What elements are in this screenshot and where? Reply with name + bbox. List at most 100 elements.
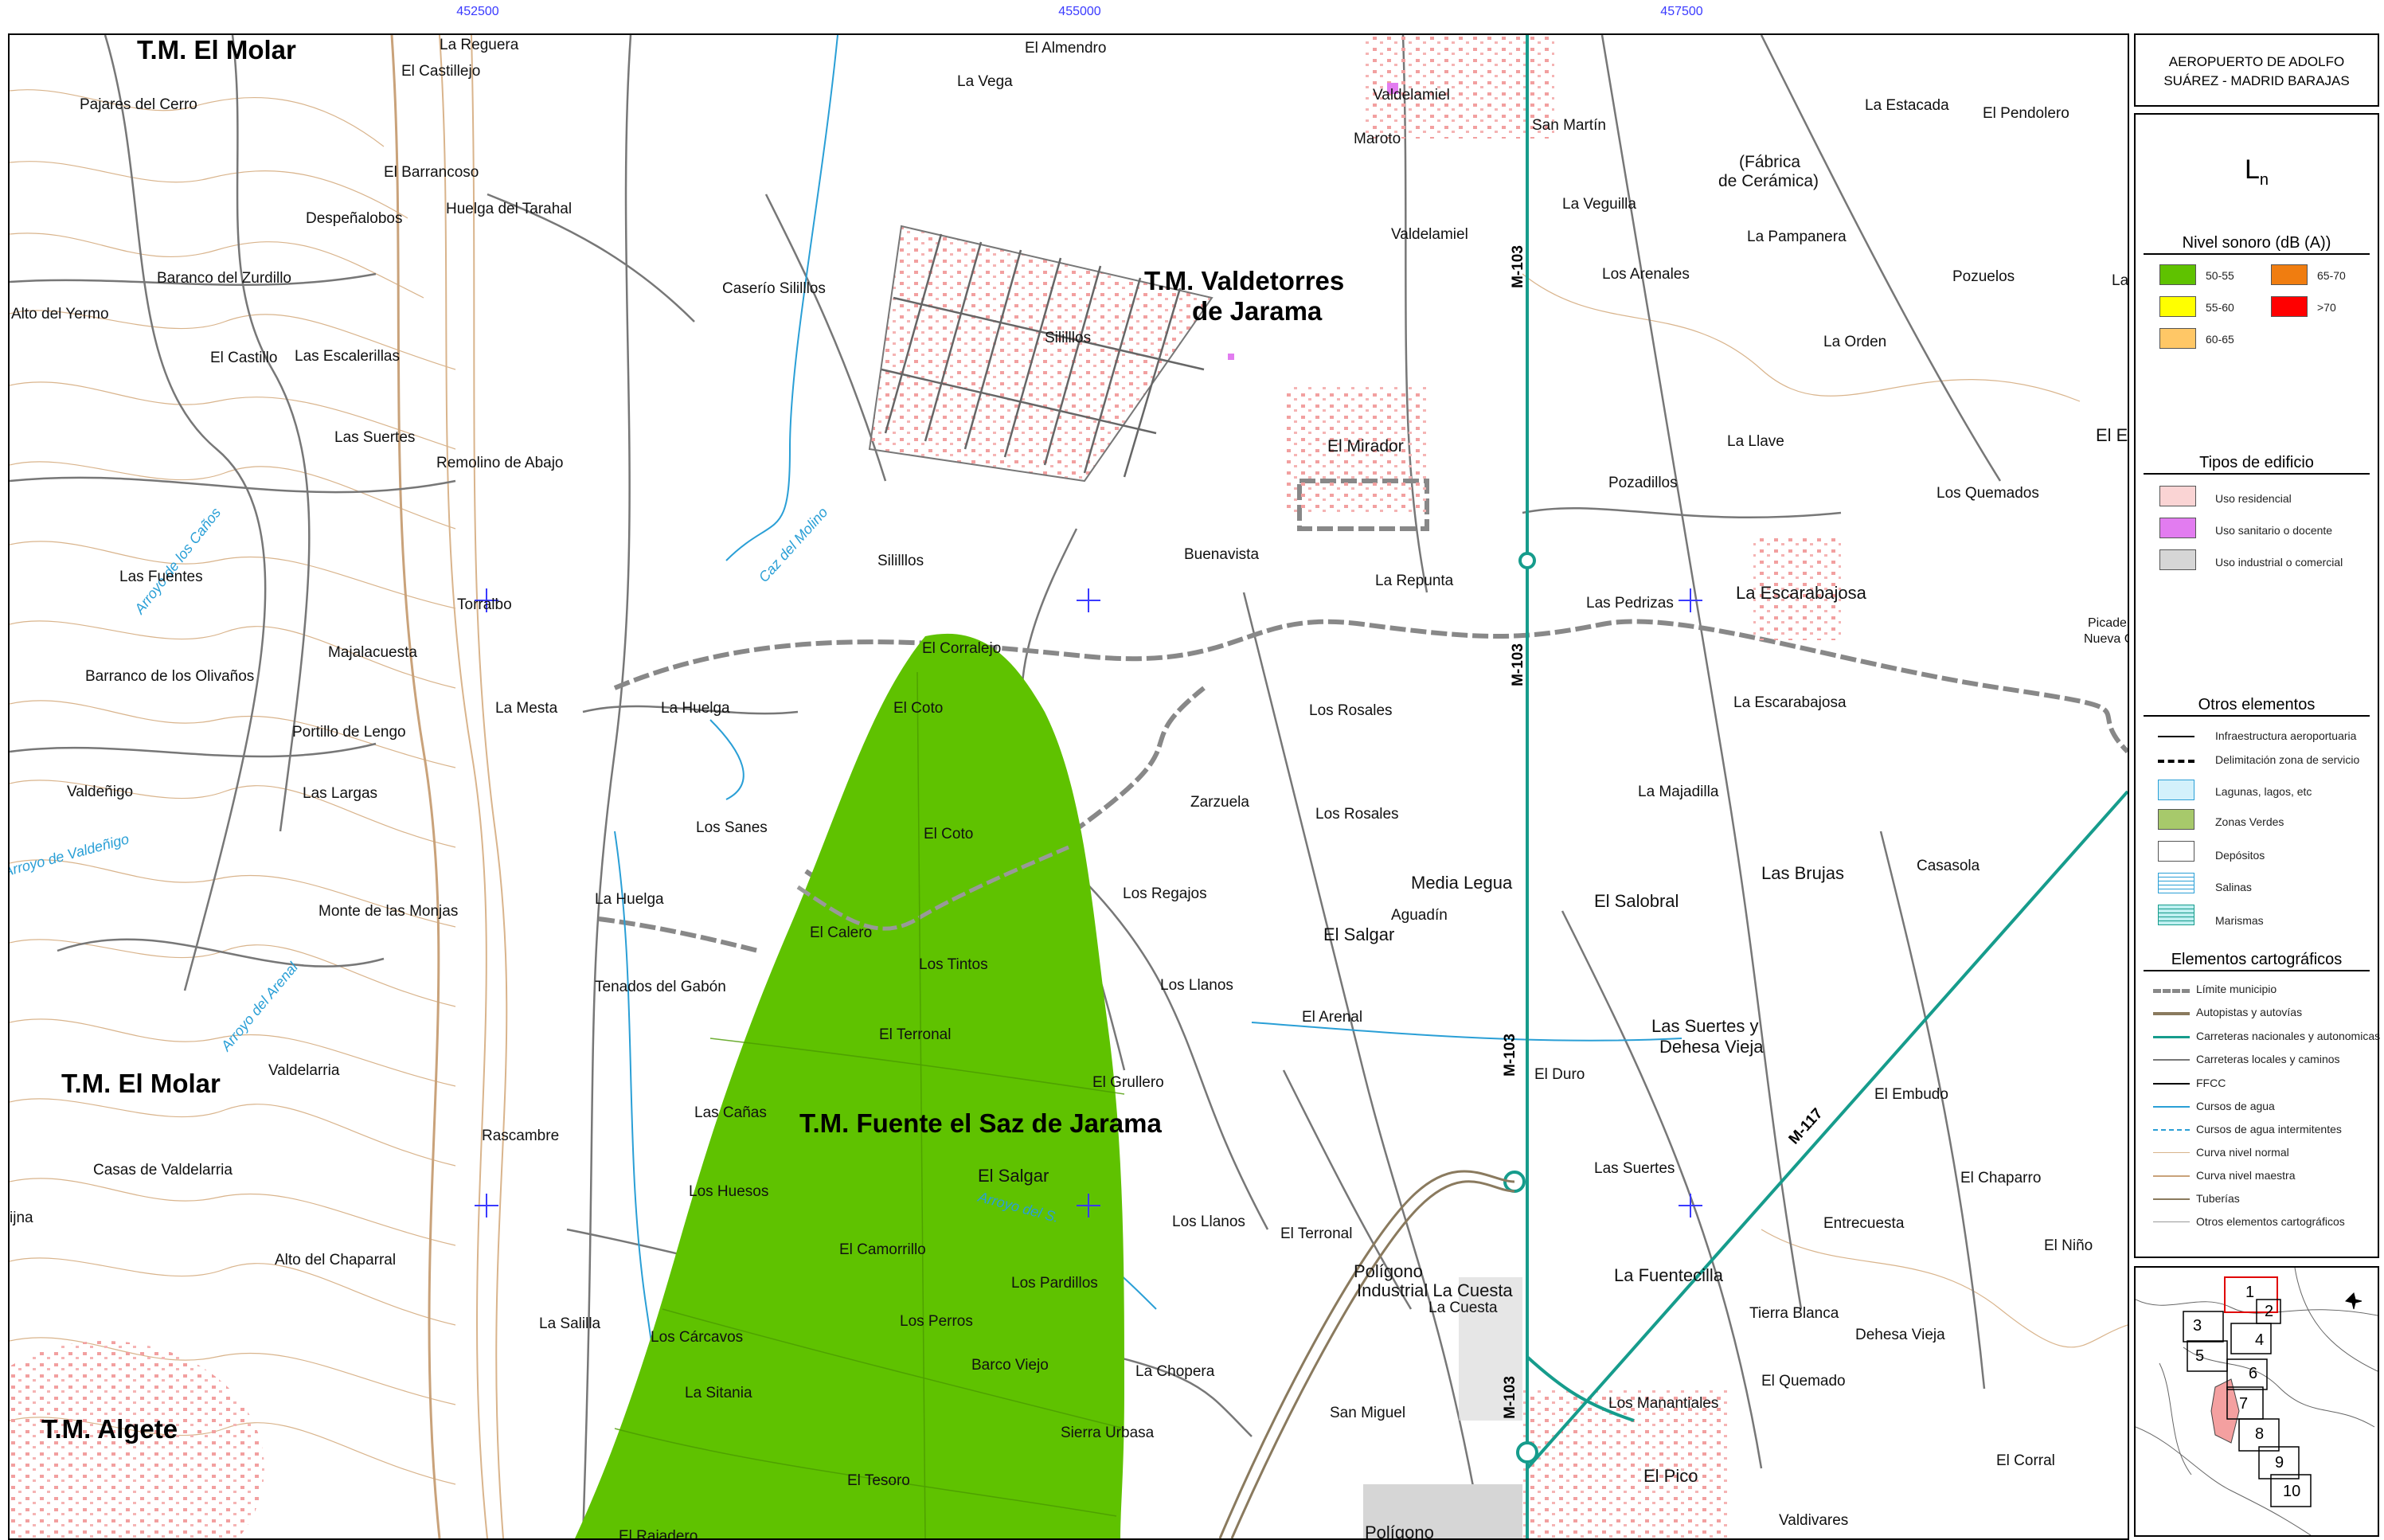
swatch-label: >70 xyxy=(2317,301,2336,314)
sheet-number[interactable]: 3 xyxy=(2193,1317,2202,1335)
place-label: Majalacuesta xyxy=(328,644,417,661)
place-label: Zarzuela xyxy=(1190,794,1249,811)
locator-map[interactable]: 1 2 3 4 5 6 7 8 9 10 xyxy=(2134,1266,2379,1537)
place-label: La xyxy=(2112,272,2129,289)
coord-label: 455000 xyxy=(1058,5,1101,18)
place-label: Sililllos xyxy=(1045,330,1092,346)
swatch-label: Uso industrial o comercial xyxy=(2215,556,2343,569)
line-water-intermittent xyxy=(2153,1129,2190,1131)
place-label: El Tesoro xyxy=(847,1472,910,1489)
place-label: Las Brujas xyxy=(1761,863,1844,883)
legend-panel: Ln Nivel sonoro (dB (A)) 50-55 65-70 55-… xyxy=(2134,113,2380,1258)
line-railway xyxy=(2153,1083,2190,1085)
place-label: Industrial La Cuesta xyxy=(1357,1280,1513,1300)
place-label: La Estacada xyxy=(1865,97,1949,114)
place-label: Barranco de los Olivaños xyxy=(85,668,255,685)
sheet-number[interactable]: 5 xyxy=(2195,1347,2205,1365)
carto-legend-title: Elementos cartográficos xyxy=(2171,951,2343,968)
place-label: La Salilla xyxy=(539,1315,601,1332)
sheet-number[interactable]: 7 xyxy=(2239,1395,2249,1413)
place-label: Los Rosales xyxy=(1309,702,1393,719)
place-label: Los Perros xyxy=(900,1313,973,1330)
noise-legend-title: Nivel sonoro (dB (A)) xyxy=(2182,234,2331,252)
line-service-zone xyxy=(2158,760,2194,763)
sheet-number[interactable]: 1 xyxy=(2245,1284,2255,1301)
place-label: Entrecuesta xyxy=(1823,1215,1905,1232)
swatch-55-60 xyxy=(2159,296,2196,317)
road-label: M-103 xyxy=(1509,643,1526,686)
place-label: Valdivares xyxy=(1779,1512,1849,1529)
place-label: Alto del Yermo xyxy=(11,306,109,322)
legend-text: Cursos de agua intermitentes xyxy=(2196,1123,2342,1135)
airport-title: AEROPUERTO DE ADOLFO SUÁREZ - MADRID BAR… xyxy=(2163,54,2350,88)
place-label: El Niño xyxy=(2044,1237,2093,1254)
place-label: La Mesta xyxy=(495,700,558,717)
place-label: La Orden xyxy=(1823,334,1887,350)
place-label: Valdelamiel xyxy=(1391,226,1468,243)
place-label: El E xyxy=(2096,425,2128,445)
swatch-label: 65-70 xyxy=(2317,269,2346,282)
place-label: El Barrancoso xyxy=(384,164,479,181)
legend-text: Delimitación zona de servicio xyxy=(2215,753,2360,766)
place-label: El Salobral xyxy=(1594,891,1679,911)
place-label: Las Suertes xyxy=(334,429,416,446)
place-label: Tierra Blanca xyxy=(1749,1305,1839,1322)
place-label: Alto del Chaparral xyxy=(275,1252,397,1268)
legend-text: Curva nivel normal xyxy=(2196,1146,2289,1159)
legend-text: Lagunas, lagos, etc xyxy=(2215,785,2312,798)
legend-text: FFCC xyxy=(2196,1077,2226,1089)
sheet-number[interactable]: 10 xyxy=(2283,1483,2301,1500)
place-label: El Castillo xyxy=(210,350,278,366)
legend-text: Límite municipio xyxy=(2196,983,2277,995)
place-label: Sililllos xyxy=(877,553,924,569)
place-label: Los Rosales xyxy=(1315,806,1399,823)
place-label: La Huelga xyxy=(661,700,730,717)
place-label: El Rajadero xyxy=(619,1528,698,1540)
place-label: Los Quemados xyxy=(1937,485,2039,502)
sheet-number[interactable]: 8 xyxy=(2255,1425,2265,1443)
swatch-industrial xyxy=(2159,549,2196,570)
local-roads xyxy=(10,35,2002,1538)
place-label: El Terronal xyxy=(1280,1225,1353,1242)
line-local-road xyxy=(2153,1059,2190,1061)
place-label: Los Sanes xyxy=(696,819,768,836)
municipality-label: T.M. El Molar xyxy=(137,35,296,64)
place-label: La Sitania xyxy=(685,1385,752,1401)
sheet-number[interactable]: 9 xyxy=(2275,1454,2284,1472)
place-label: Los Huesos xyxy=(689,1183,769,1200)
place-label: San Miguel xyxy=(1330,1405,1406,1421)
sheet-number[interactable]: 4 xyxy=(2255,1331,2265,1349)
place-label: Baranco del Zurdillo xyxy=(157,270,291,287)
place-label: Los Pardillos xyxy=(1011,1275,1098,1292)
urban-areas xyxy=(10,35,1841,1538)
swatch-deposits xyxy=(2158,841,2194,862)
legend-text: Zonas Verdes xyxy=(2215,815,2284,828)
sheet-number[interactable]: 6 xyxy=(2249,1365,2258,1382)
sheet-number[interactable]: 2 xyxy=(2265,1303,2274,1320)
place-label: Los Regajos xyxy=(1123,885,1207,902)
place-label: Pozadillos xyxy=(1608,475,1678,491)
place-label: Las Cañas xyxy=(694,1104,767,1121)
swatch-green-zones xyxy=(2158,809,2194,830)
legend-text: Autopistas y autovías xyxy=(2196,1006,2303,1018)
place-label: Dehesa Vieja xyxy=(1855,1327,1945,1343)
legend-text: Tuberías xyxy=(2196,1192,2240,1205)
place-label: Remolino de Abajo xyxy=(436,455,564,471)
line-other xyxy=(2153,1221,2190,1222)
swatch-label: Uso residencial xyxy=(2215,492,2292,505)
road-label: M-103 xyxy=(1501,1376,1518,1419)
place-label: La Huelga xyxy=(595,891,664,908)
legend-text: Infraestructura aeroportuaria xyxy=(2215,729,2357,742)
place-label: El Salgar xyxy=(1323,924,1395,944)
noise-map[interactable]: T.M. El Molar T.M. Valdetorres de Jarama… xyxy=(8,33,2129,1540)
grid-crosses xyxy=(475,588,1702,1218)
place-label: El Quemado xyxy=(1761,1373,1846,1390)
place-label: La Chopera xyxy=(1135,1363,1215,1380)
place-label: Los Llanos xyxy=(1172,1214,1245,1230)
place-label: Maroto xyxy=(1354,131,1401,147)
place-label: Rascambre xyxy=(482,1128,560,1144)
place-label: San Martín xyxy=(1532,117,1606,134)
legend-text: Salinas xyxy=(2215,881,2252,893)
place-label: Torralbo xyxy=(457,596,512,613)
place-label: El Corral xyxy=(1996,1452,2055,1469)
